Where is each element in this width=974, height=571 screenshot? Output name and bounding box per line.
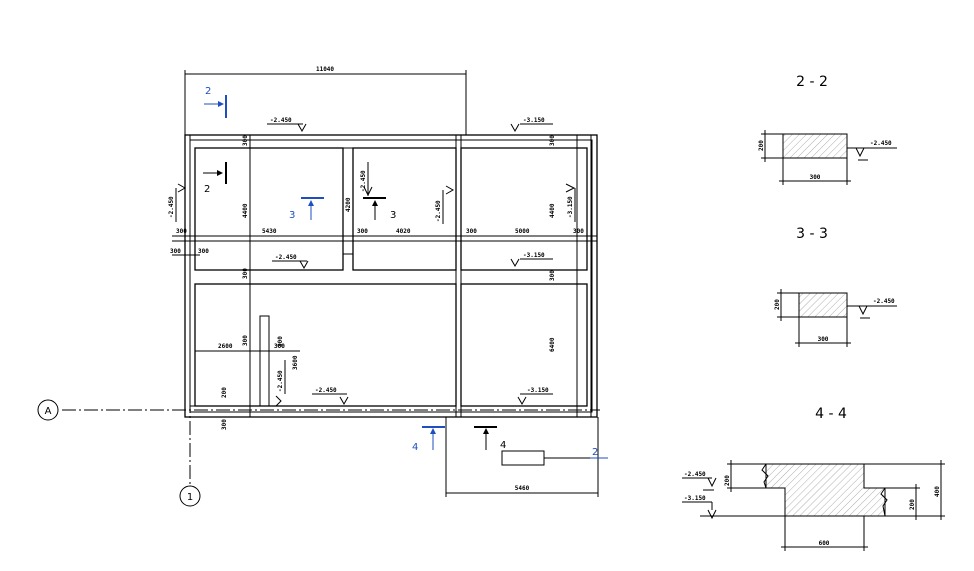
section-marker-3-black: 3 — [363, 197, 396, 221]
dim-text: 4020 — [396, 228, 411, 235]
section-marker-2-bottom: 2 — [501, 447, 608, 466]
level-text: -2.450 — [873, 298, 895, 305]
level-text: -2.450 — [277, 370, 284, 392]
level-text: -2.450 — [360, 170, 367, 192]
dim-text: 6400 — [549, 337, 556, 352]
level-text: -3.150 — [523, 117, 545, 124]
dim-text: 600 — [819, 540, 830, 547]
dim-text: 5000 — [515, 228, 530, 235]
level-text: -3.150 — [684, 495, 706, 502]
dimension-overall-top: 11040 — [184, 66, 467, 135]
dim-text: 300 — [549, 270, 556, 281]
section-marker-4-black: 4 — [474, 426, 506, 451]
dim-text: 11040 — [316, 66, 334, 73]
dim-text: 200 — [758, 140, 765, 151]
section-label: 2 — [204, 184, 210, 195]
dim-text: 300 — [242, 135, 249, 146]
section-title: 4 - 4 — [815, 406, 847, 422]
axis-label-1: 1 — [187, 492, 193, 503]
section-4-4: 4 - 4 200 200 400 600 -2.450 -3.150 — [682, 406, 945, 551]
level-mark: -3.150 — [565, 183, 576, 222]
section-label: 2 — [592, 447, 598, 458]
dim-text: 300 — [810, 174, 821, 181]
dim-text: 300 — [176, 228, 187, 235]
section-marker-3-blue: 3 — [289, 197, 324, 221]
dim-text: 4400 — [242, 203, 249, 218]
dim-text: 400 — [934, 486, 941, 497]
level-mark: -3.150 — [510, 117, 553, 133]
level-mark: -2.450 — [312, 387, 349, 406]
section-marker-2-inner: 2 — [203, 162, 227, 195]
level-text: -2.450 — [315, 387, 337, 394]
axis-A: A — [37, 399, 600, 421]
dim-text: 2600 — [218, 343, 233, 350]
level-text: -2.450 — [870, 140, 892, 147]
dim-text: 200 — [909, 499, 916, 510]
section-label: 4 — [412, 442, 418, 453]
level-text: -3.150 — [567, 196, 574, 218]
level-text: -2.450 — [270, 117, 292, 124]
level-text: -2.450 — [168, 196, 175, 218]
dim-text: 3600 — [292, 355, 299, 370]
section-label: 3 — [289, 210, 295, 221]
dim-text: 4200 — [345, 197, 352, 212]
level-mark: -3.150 — [510, 252, 553, 268]
dim-text: 300 — [198, 248, 209, 255]
dim-text: 300 — [242, 335, 249, 346]
section-marker-4-blue: 4 — [412, 426, 445, 453]
section-title: 2 - 2 — [796, 74, 828, 90]
dim-text: 300 — [549, 135, 556, 146]
dim-text: 300 — [221, 419, 228, 430]
level-text: -2.450 — [435, 200, 442, 222]
level-mark: -2.450 — [272, 254, 309, 270]
dim-text: 5430 — [262, 228, 277, 235]
section-title: 3 - 3 — [796, 226, 828, 242]
dim-text: 300 — [274, 343, 285, 350]
dim-text: 300 — [466, 228, 477, 235]
axis-label-A: A — [45, 406, 52, 417]
section-label: 3 — [390, 210, 396, 221]
dim-text: 300 — [357, 228, 368, 235]
dim-text: 300 — [818, 336, 829, 343]
dim-text: 200 — [774, 299, 781, 310]
dim-text: 300 — [170, 248, 181, 255]
foundation-plan: 11040 — [37, 66, 608, 507]
section-marker-2-top: 2 — [204, 86, 227, 118]
level-mark: -2.450 — [435, 185, 455, 224]
level-mark: -2.450 — [267, 117, 307, 133]
dim-text: 200 — [221, 387, 228, 398]
dim-text: 300 — [573, 228, 584, 235]
level-text: -2.450 — [684, 471, 706, 478]
dim-text: 200 — [724, 475, 731, 486]
grid-lines — [172, 135, 597, 417]
dim-text: 5460 — [515, 485, 530, 492]
level-mark: -2.450 — [168, 183, 187, 222]
level-mark: -2.450 — [275, 360, 286, 407]
level-text: -2.450 — [275, 254, 297, 261]
section-3-3: 3 - 3 200 300 -2.450 — [774, 226, 897, 347]
room-outlines — [194, 147, 588, 407]
section-2-2: 2 - 2 200 300 -2.450 — [758, 74, 897, 185]
section-label: 4 — [500, 440, 506, 451]
section-label: 2 — [205, 86, 211, 97]
level-text: -3.150 — [523, 252, 545, 259]
dim-text: 300 — [277, 336, 284, 347]
level-mark: -3.150 — [517, 387, 553, 406]
dim-text: 300 — [242, 268, 249, 279]
dimension-bottom-right: 5460 — [445, 417, 599, 497]
level-mark: -2.450 — [360, 162, 373, 197]
level-text: -3.150 — [527, 387, 549, 394]
dim-text: 4400 — [549, 203, 556, 218]
axis-1: 1 — [179, 135, 201, 507]
